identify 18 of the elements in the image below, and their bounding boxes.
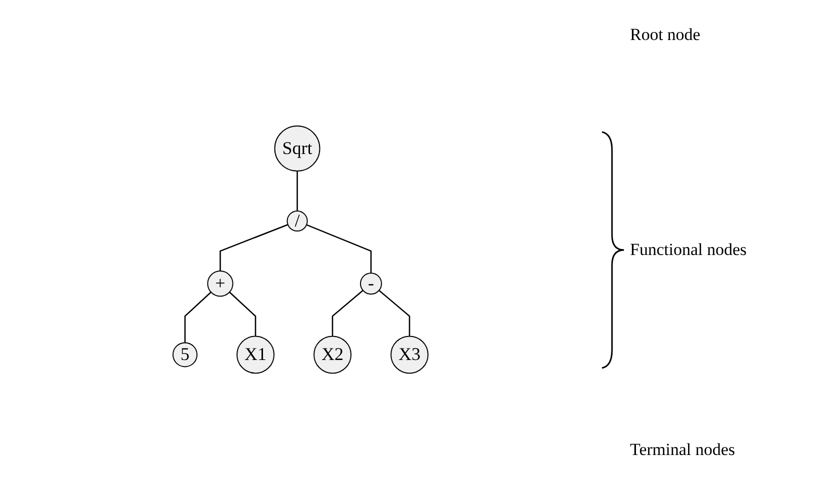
annotation-label: Terminal nodes bbox=[630, 440, 736, 460]
node-circle: 5 bbox=[172, 342, 197, 368]
connector bbox=[228, 292, 256, 337]
connector bbox=[331, 290, 363, 337]
connector bbox=[219, 224, 288, 272]
connector bbox=[378, 290, 410, 337]
node-circle: Sqrt bbox=[274, 126, 320, 172]
node-circle: X1 bbox=[236, 336, 274, 374]
connector bbox=[306, 224, 372, 274]
node-circle: / bbox=[286, 210, 308, 232]
node-circle: X2 bbox=[313, 336, 351, 374]
annotation-label: Root node bbox=[630, 25, 700, 45]
node-circle: - bbox=[360, 273, 382, 296]
connector bbox=[184, 292, 211, 344]
node-circle: + bbox=[206, 270, 233, 298]
node-circle: X3 bbox=[390, 336, 428, 374]
annotation-label: Functional nodes bbox=[630, 240, 747, 260]
connector bbox=[296, 171, 298, 212]
